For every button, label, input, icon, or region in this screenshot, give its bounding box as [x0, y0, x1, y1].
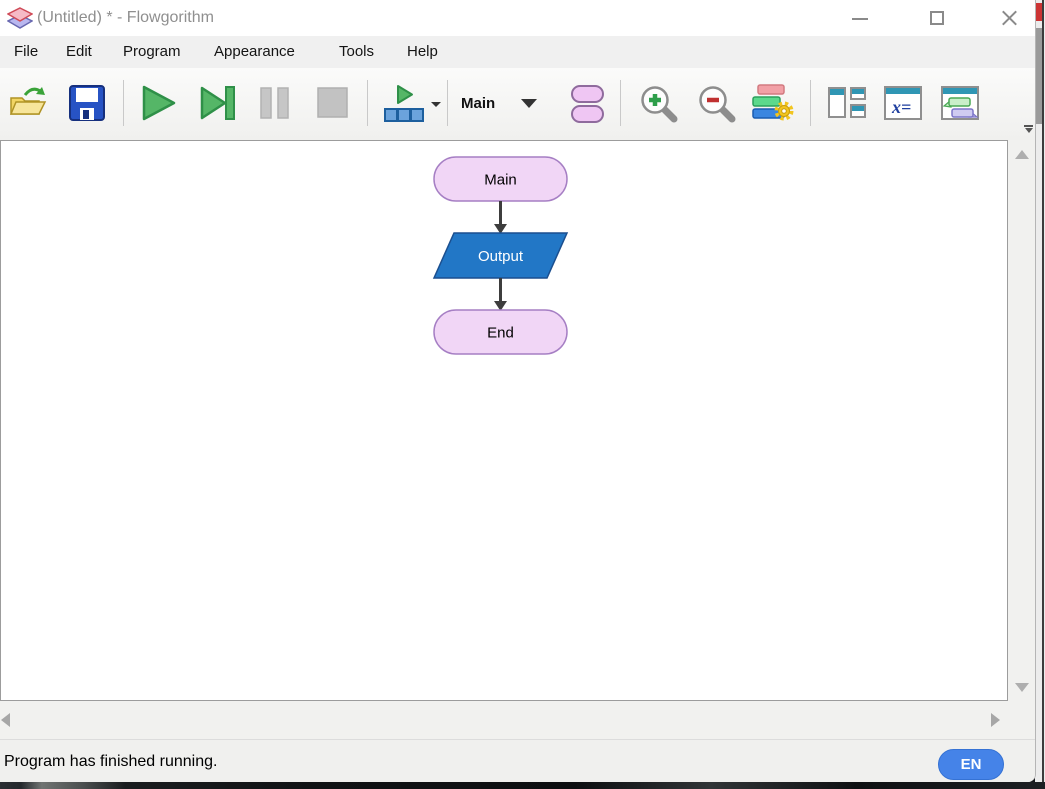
flowchart: Main Output End: [432, 156, 569, 355]
toolbar-separator: [447, 80, 448, 126]
flow-edge-output-end[interactable]: [494, 278, 507, 311]
horizontal-scrollbar[interactable]: [0, 701, 1008, 739]
stop-icon[interactable]: [315, 84, 349, 122]
zoom-in-icon[interactable]: [639, 84, 679, 124]
function-selector-caret[interactable]: [521, 99, 537, 108]
flow-edge-main-output[interactable]: [494, 201, 507, 234]
menu-item-tools[interactable]: Tools: [339, 43, 375, 60]
variable-watch-icon[interactable]: x=: [883, 84, 923, 122]
function-shapes-icon[interactable]: [569, 83, 605, 125]
flow-node-output-label: Output: [478, 248, 524, 265]
run-icon[interactable]: [139, 84, 179, 122]
toolbar-separator: [367, 80, 368, 126]
language-badge[interactable]: EN: [938, 749, 1004, 780]
open-icon[interactable]: [8, 84, 48, 122]
background-red-fragment: [1036, 3, 1043, 21]
window-title: (Untitled) * - Flowgorithm: [37, 9, 214, 26]
run-layout-dropdown-caret[interactable]: [431, 102, 441, 107]
flow-node-end-label: End: [487, 325, 514, 342]
pause-icon[interactable]: [257, 84, 291, 122]
minimize-button[interactable]: [846, 4, 874, 32]
toolbar-separator: [810, 80, 811, 126]
menu-item-program[interactable]: Program: [123, 43, 181, 60]
function-selector[interactable]: Main: [461, 95, 496, 112]
flowgorithm-logo-icon: [7, 7, 33, 29]
console-icon[interactable]: [940, 84, 980, 122]
menu-item-edit[interactable]: Edit: [66, 43, 92, 60]
flowchart-canvas[interactable]: Main Output End: [0, 140, 1008, 701]
title-bar: (Untitled) * - Flowgorithm: [0, 0, 1035, 36]
chart-style-icon[interactable]: [750, 84, 794, 124]
toolbar-separator: [620, 80, 621, 126]
step-icon[interactable]: [198, 84, 236, 122]
status-message: Program has finished running.: [4, 753, 218, 770]
zoom-out-icon[interactable]: [697, 84, 737, 124]
menu-bar: File Edit Program Appearance Tools Help: [0, 36, 1035, 68]
background-window-edge: [1042, 0, 1044, 789]
scroll-up-icon[interactable]: [1015, 150, 1029, 159]
window-layout-icon[interactable]: [827, 84, 867, 122]
flow-node-end[interactable]: [433, 309, 568, 355]
toolbar: Main: [0, 68, 1035, 140]
maximize-button[interactable]: [923, 4, 951, 32]
flow-node-output[interactable]: [432, 232, 569, 279]
background-gray-fragment: [1036, 28, 1042, 124]
menu-item-appearance[interactable]: Appearance: [214, 43, 295, 60]
desktop-strip: [0, 782, 1045, 789]
scroll-left-icon[interactable]: [1, 713, 10, 727]
variable-watch-glyph: x=: [891, 97, 911, 117]
vertical-scrollbar[interactable]: [1008, 141, 1035, 700]
status-bar: Program has finished running. EN: [0, 739, 1035, 782]
scroll-down-icon[interactable]: [1015, 683, 1029, 692]
scroll-right-icon[interactable]: [991, 713, 1000, 727]
menu-item-help[interactable]: Help: [407, 43, 438, 60]
background-window-sliver: [1035, 0, 1045, 789]
run-layout-icon[interactable]: [383, 84, 425, 124]
flow-node-main-label: Main: [484, 172, 517, 189]
save-icon[interactable]: [68, 84, 106, 122]
close-button[interactable]: [995, 4, 1023, 32]
toolbar-overflow-button[interactable]: [1023, 125, 1034, 133]
menu-item-file[interactable]: File: [14, 43, 39, 60]
toolbar-separator: [123, 80, 124, 126]
